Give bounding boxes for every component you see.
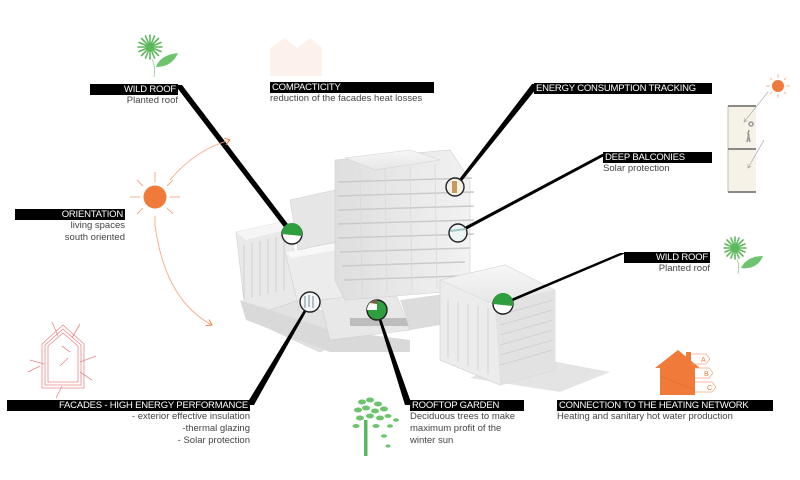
callout-desc: winter sun bbox=[410, 435, 454, 446]
marker-rooftop-garden[interactable] bbox=[366, 299, 388, 321]
callout-desc: Heating and sanitary hot water productio… bbox=[557, 411, 733, 422]
rating-label-a: A bbox=[701, 357, 706, 364]
callout-orientation: ORIENTATION living spaces south oriented bbox=[15, 209, 125, 244]
callout-wild-roof-right: WILD ROOF Planted roof bbox=[624, 252, 710, 275]
deciduous-tree-icon bbox=[352, 397, 399, 456]
rating-label-b: B bbox=[704, 371, 709, 378]
callout-wild-roof-left: WILD ROOF Planted roof bbox=[90, 84, 178, 107]
callout-desc: Planted roof bbox=[126, 95, 178, 106]
callout-desc: - Solar protection bbox=[177, 435, 250, 446]
insulated-house-icon bbox=[27, 321, 97, 399]
marker-facades[interactable] bbox=[299, 291, 321, 313]
callout-heating-network: CONNECTION TO THE HEATING NETWORK Heatin… bbox=[557, 400, 773, 423]
callout-energy-tracking: ENERGY CONSUMPTION TRACKING bbox=[534, 83, 712, 94]
callout-desc: Planted roof bbox=[658, 263, 710, 274]
balcony-section-icon bbox=[727, 91, 769, 193]
building-model bbox=[235, 149, 610, 392]
rating-label-c: C bbox=[707, 385, 712, 392]
callout-desc: maximum profit of the bbox=[410, 423, 502, 434]
callout-desc: reduction of the facades heat losses bbox=[270, 93, 423, 104]
callout-title: ORIENTATION bbox=[15, 209, 125, 220]
marker-energy-tracking[interactable] bbox=[445, 177, 465, 197]
marker-deep-balconies[interactable] bbox=[448, 223, 468, 243]
callout-title: COMPACTICITY bbox=[270, 82, 434, 93]
callout-desc: -thermal glazing bbox=[182, 423, 250, 434]
callout-rooftop-garden: ROOFTOP GARDEN Deciduous trees to make m… bbox=[410, 400, 524, 447]
sun-path-icon bbox=[130, 140, 230, 325]
compact-house-icon bbox=[270, 38, 322, 76]
callout-title: CONNECTION TO THE HEATING NETWORK bbox=[557, 400, 773, 411]
marker-wild-roof-left[interactable] bbox=[281, 222, 303, 245]
energy-rating-house-icon bbox=[655, 350, 717, 395]
callout-title: DEEP BALCONIES bbox=[603, 152, 712, 163]
callout-deep-balconies: DEEP BALCONIES Solar protection bbox=[603, 152, 712, 175]
callout-title: ROOFTOP GARDEN bbox=[410, 400, 524, 411]
callout-title: ENERGY CONSUMPTION TRACKING bbox=[534, 83, 712, 94]
callout-title: WILD ROOF bbox=[90, 84, 178, 95]
callout-desc: living spaces bbox=[70, 220, 125, 231]
callout-desc: Solar protection bbox=[603, 163, 670, 174]
callout-facades: FACADES - HIGH ENERGY PERFORMANCE - exte… bbox=[7, 400, 250, 447]
callout-desc: south oriented bbox=[64, 232, 125, 243]
marker-wild-roof-right[interactable] bbox=[492, 292, 514, 315]
callout-desc: Deciduous trees to make bbox=[410, 411, 516, 422]
callout-desc: - exterior effective insulation bbox=[131, 411, 250, 422]
flower-leaf-icon bbox=[137, 34, 178, 78]
callout-compacticity: COMPACTICITY reduction of the facades he… bbox=[270, 82, 434, 105]
callout-title: WILD ROOF bbox=[624, 252, 710, 263]
leader-lines bbox=[175, 84, 626, 405]
flower-leaf-icon-right bbox=[723, 236, 763, 275]
callout-title: FACADES - HIGH ENERGY PERFORMANCE bbox=[7, 400, 250, 411]
sun-icon bbox=[766, 74, 790, 98]
